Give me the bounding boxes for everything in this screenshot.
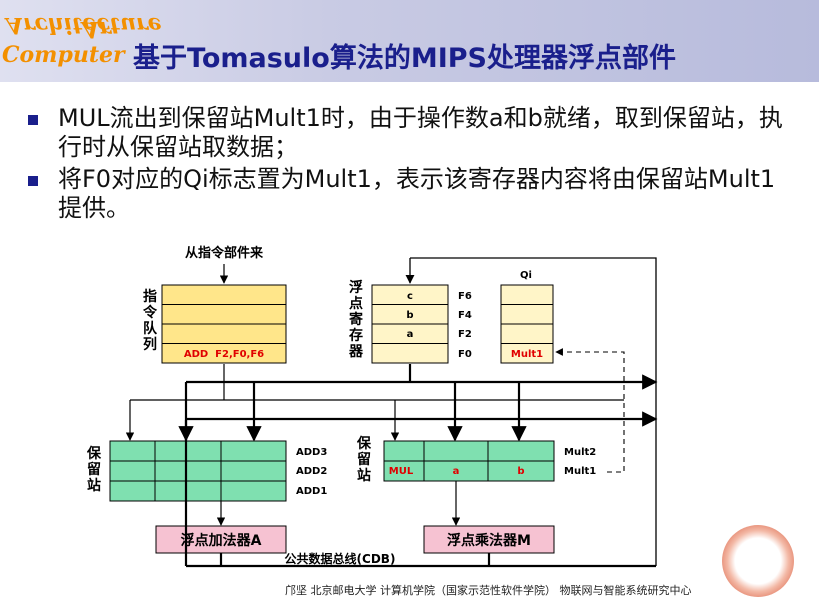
svg-text:寄: 寄 [349,311,363,328]
reg-value-f6: c [407,291,413,302]
qi-f0-value: Mult1 [511,349,543,360]
university-emblem-icon [722,525,794,597]
from-instruction-unit-label: 从指令部件来 [185,245,264,261]
fp-multiplier-unit: 浮点乘法器M [423,525,555,554]
cdb-feedback-lines [405,257,657,566]
mult-reservation-stations: MUL a b [383,440,555,482]
bullet-list: MUL流出到保留站Mult1时，由于操作数a和b就绪，取到保留站，执行时从保留站… [28,104,788,226]
fp-register-label: 浮 点 寄 存 器 [348,279,364,360]
cdb-label: 公共数据总线(CDB) [285,551,396,566]
course-logo: Architecture Computer Ar [0,10,162,80]
mult-rs-label: 保 留 站 [356,435,372,484]
rs-name-mult2: Mult2 [564,447,596,458]
qi-column: Mult1 [500,284,554,364]
reg-name-f6: F6 [458,291,472,302]
fu-input-arrows [216,481,461,526]
fp-register-file: c b a F6 F4 F2 F0 [371,284,472,364]
rs-name-add2: ADD2 [296,466,327,477]
svg-text:保: 保 [86,445,102,462]
instruction-queue-label: 指 令 队 列 [142,288,158,353]
queue-entry-add: ADD F2,F0,F6 [184,349,264,360]
reg-value-f2: a [407,329,414,340]
instruction-queue: ADD F2,F0,F6 [161,284,287,364]
svg-text:列: 列 [143,336,157,353]
rs-name-add1: ADD1 [296,486,327,497]
reg-name-f4: F4 [458,310,472,321]
fp-adder-label: 浮点加法器A [181,532,262,549]
svg-text:保: 保 [356,435,372,452]
svg-text:指: 指 [143,288,157,305]
operand-buses [178,364,658,442]
svg-text:站: 站 [357,467,371,484]
issue-bus [125,364,624,441]
rs-name-add3: ADD3 [296,447,327,458]
svg-text:队: 队 [143,320,158,337]
svg-text:存: 存 [349,327,363,344]
mult1-src-a: a [453,466,460,477]
svg-text:留: 留 [357,451,371,468]
fp-adder-unit: 浮点加法器A [155,525,287,554]
bullet-text: MUL流出到保留站Mult1时，由于操作数a和b就绪，取到保留站，执行时从保留站… [58,104,783,161]
bullet-item: 将F0对应的Qi标志置为Mult1，表示该寄存器内容将由保留站Mult1提供。 [28,165,788,223]
reg-name-f2: F2 [458,329,472,340]
logo-word-computer: Computer [2,42,125,68]
svg-text:站: 站 [87,477,101,494]
bullet-text: 将F0对应的Qi标志置为Mult1，表示该寄存器内容将由保留站Mult1提供。 [58,165,776,222]
svg-text:令: 令 [142,304,158,321]
mult1-op: MUL [389,466,414,477]
add-reservation-stations [109,440,287,502]
rs-name-mult1: Mult1 [564,466,596,477]
tag-dashed-line [555,348,625,473]
common-data-bus [184,420,656,568]
reg-name-f0: F0 [458,349,472,360]
svg-text:器: 器 [348,344,364,360]
fp-multiplier-label: 浮点乘法器M [447,532,531,549]
svg-text:留: 留 [87,461,101,478]
bullet-square-icon [28,176,38,186]
svg-text:点: 点 [349,295,363,312]
qi-header: Qi [520,270,532,281]
bullet-item: MUL流出到保留站Mult1时，由于操作数a和b就绪，取到保留站，执行时从保留站… [28,104,788,162]
header-bar: Architecture Computer Ar 基于Tomasulo算法的MI… [0,0,819,82]
slide-title: 基于Tomasulo算法的MIPS处理器浮点部件 [133,43,676,74]
reg-value-f4: b [406,310,413,321]
footer-credit: 邝坚 北京邮电大学 计算机学院（国家示范性软件学院） 物联网与智能系统研究中心 [285,584,692,597]
mult1-src-b: b [517,466,524,477]
svg-text:浮: 浮 [349,279,363,296]
add-rs-label: 保 留 站 [86,445,102,494]
bullet-square-icon [28,115,38,125]
